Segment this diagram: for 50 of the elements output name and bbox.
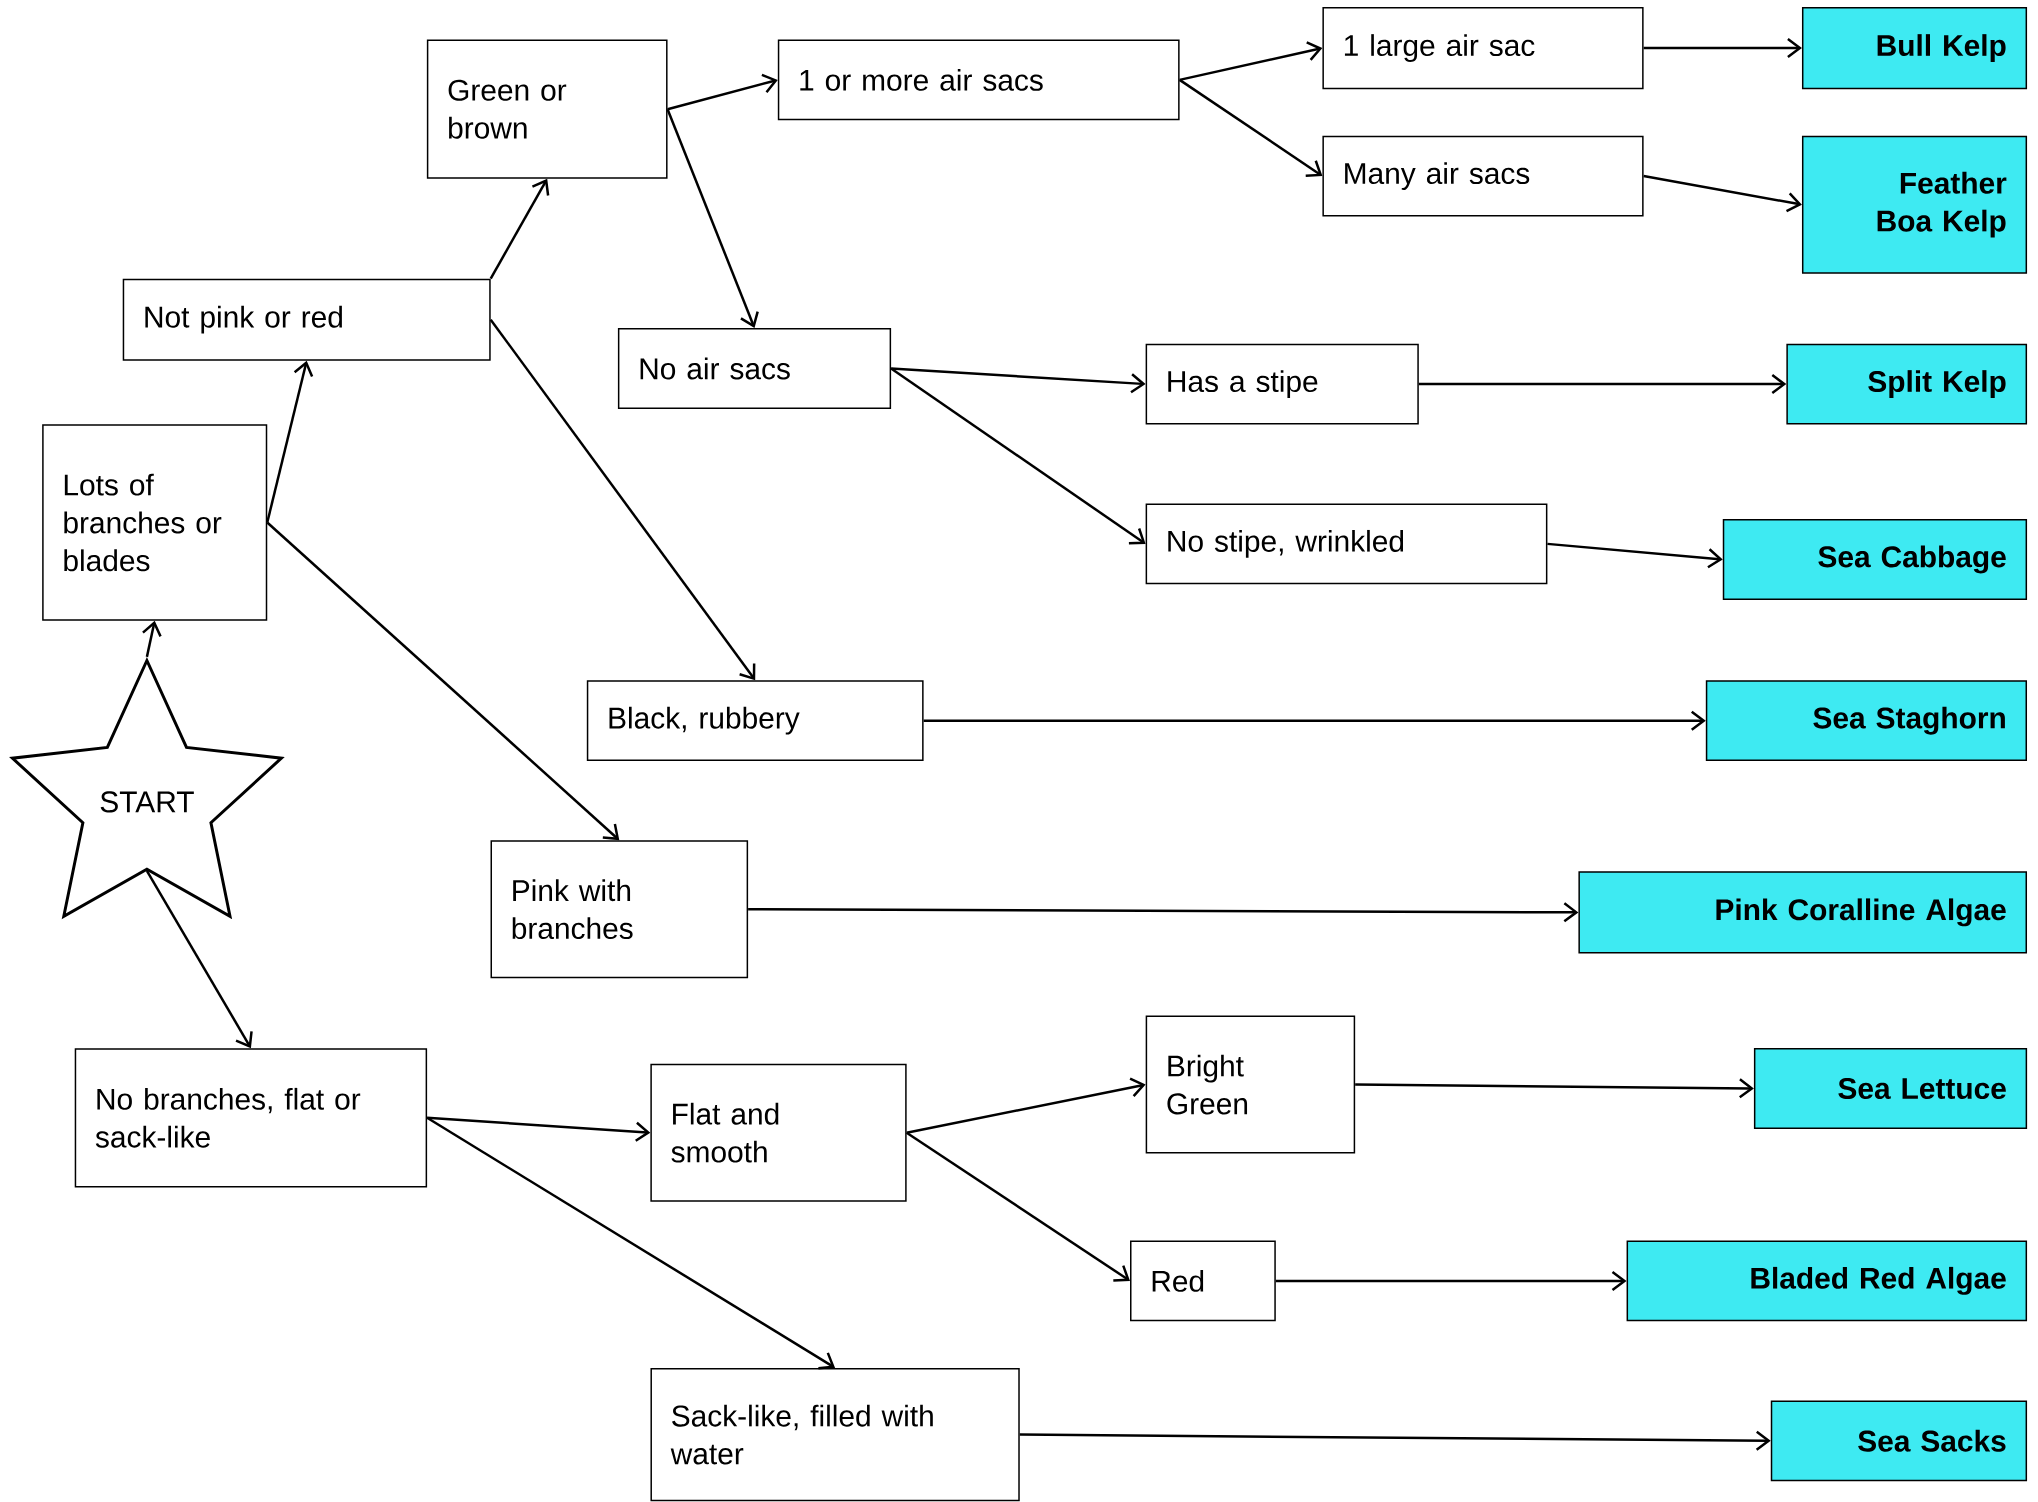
arrow [1275,1270,1627,1291]
arrow [266,521,620,841]
question-box: No air sacs [617,328,892,409]
question-box: Lots of branches or blades [42,424,268,621]
result-box: Sea Sacks [1770,1400,2028,1482]
arrow [1178,78,1323,177]
result-box: Feather Boa Kelp [1801,135,2028,274]
result-box: Bladed Red Algae [1626,1240,2028,1322]
question-box: Many air sacs [1322,135,1644,217]
arrow [1643,38,1802,59]
question-box: 1 or more air sacs [777,39,1180,121]
question-box: 1 large air sac [1322,7,1644,90]
question-box: No branches, flat or sack-like [74,1048,428,1188]
arrow [489,178,550,280]
result-box: Sea Lettuce [1753,1048,2028,1129]
result-box: Split Kelp [1786,343,2028,425]
arrow [142,620,162,658]
arrow [1355,1078,1754,1099]
result-box: Pink Coralline Algae [1578,871,2027,954]
arrow [667,73,778,111]
arrow [906,1077,1146,1134]
arrow [748,902,1579,923]
result-box: Sea Cabbage [1722,519,2028,600]
arrow [489,318,756,681]
arrow [1418,374,1787,395]
arrow [1547,542,1723,569]
question-box: Not pink or red [122,278,491,361]
question-box: Flat and smooth [650,1063,907,1202]
arrow [905,1131,1130,1282]
result-box: Sea Staghorn [1705,680,2027,762]
arrow [891,367,1146,394]
result-box: Bull Kelp [1801,7,2028,90]
arrow [145,870,253,1049]
question-box: Red [1130,1240,1276,1322]
question-box: Bright Green [1145,1015,1356,1154]
question-box: Green or brown [426,39,668,179]
arrow [426,1116,836,1370]
arrow [266,360,314,523]
question-box: Has a stipe [1145,343,1419,425]
arrow [427,1116,651,1142]
arrow [1179,41,1323,82]
arrow [1019,1430,1771,1451]
arrow [1643,174,1802,213]
question-box: Black, rubbery [586,680,924,762]
arrow [923,710,1706,731]
question-box: No stipe, wrinkled [1145,503,1548,585]
arrow [890,367,1146,545]
question-box: Sack-like, filled with water [650,1367,1020,1502]
arrow [666,108,759,329]
question-box: Pink with branches [490,840,749,979]
